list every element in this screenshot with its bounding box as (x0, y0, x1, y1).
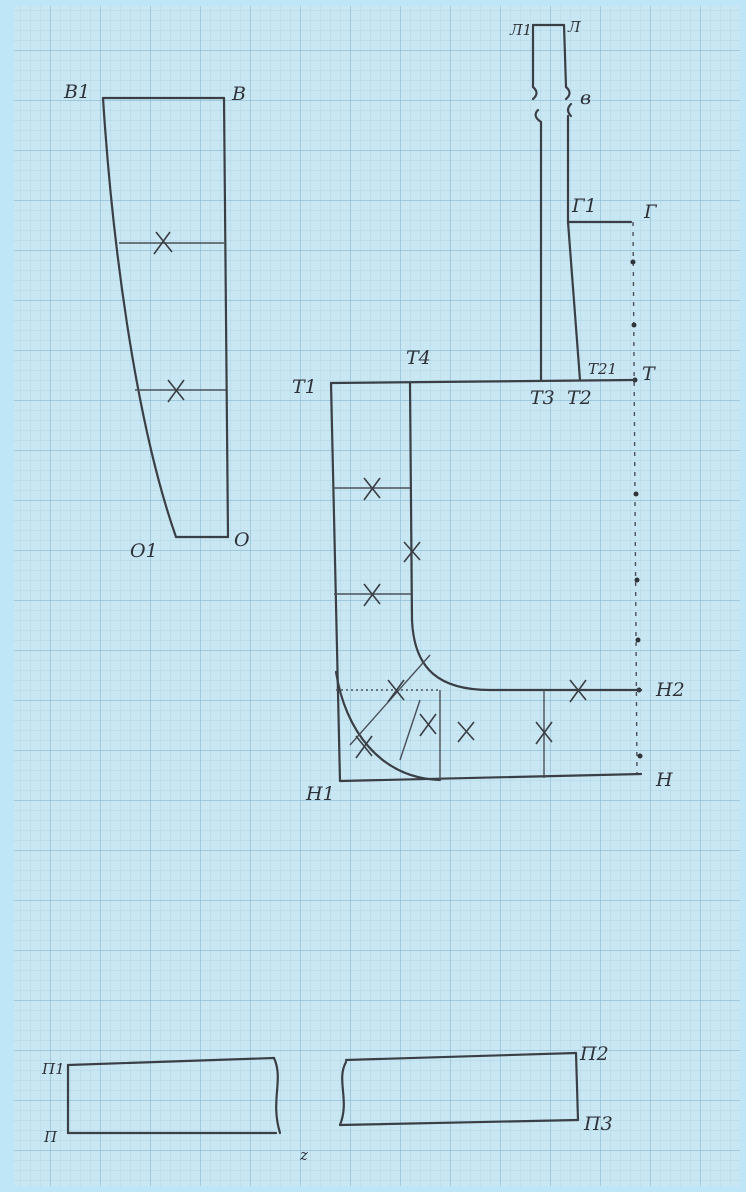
belt-strip (66, 1051, 580, 1135)
label-g: Г (643, 201, 658, 223)
label-p: П (43, 1128, 58, 1146)
label-l: Л (567, 18, 581, 36)
label-h1: H1 (305, 783, 335, 805)
label-v: в (580, 87, 591, 109)
label-p2: П2 (579, 1043, 609, 1065)
label-l1: Л1 (509, 21, 532, 39)
label-t3: T3 (530, 387, 555, 409)
scissors-mark (153, 231, 185, 403)
strap-l (531, 23, 633, 382)
label-t: T (642, 363, 656, 385)
label-t1: T1 (292, 376, 317, 398)
label-t4: T4 (406, 347, 431, 369)
panel-b-o (101, 96, 230, 539)
label-z: z (299, 1146, 308, 1164)
panel-t-h (329, 378, 643, 783)
label-h: H (655, 769, 673, 791)
graph-paper-grid (14, 6, 740, 1186)
label-o1: O1 (130, 540, 158, 562)
label-p3: П3 (583, 1113, 613, 1135)
scissors-mark (355, 477, 587, 759)
label-h2: H2 (655, 679, 685, 701)
label-b1: B1 (63, 81, 90, 103)
label-g1: Г1 (571, 195, 597, 217)
label-p1: П1 (41, 1060, 65, 1078)
label-t21: T21 (588, 360, 617, 378)
label-t2: T2 (567, 387, 592, 409)
label-b: B (231, 83, 246, 105)
label-o: O (234, 529, 250, 551)
dotted-side-line (630, 221, 643, 776)
